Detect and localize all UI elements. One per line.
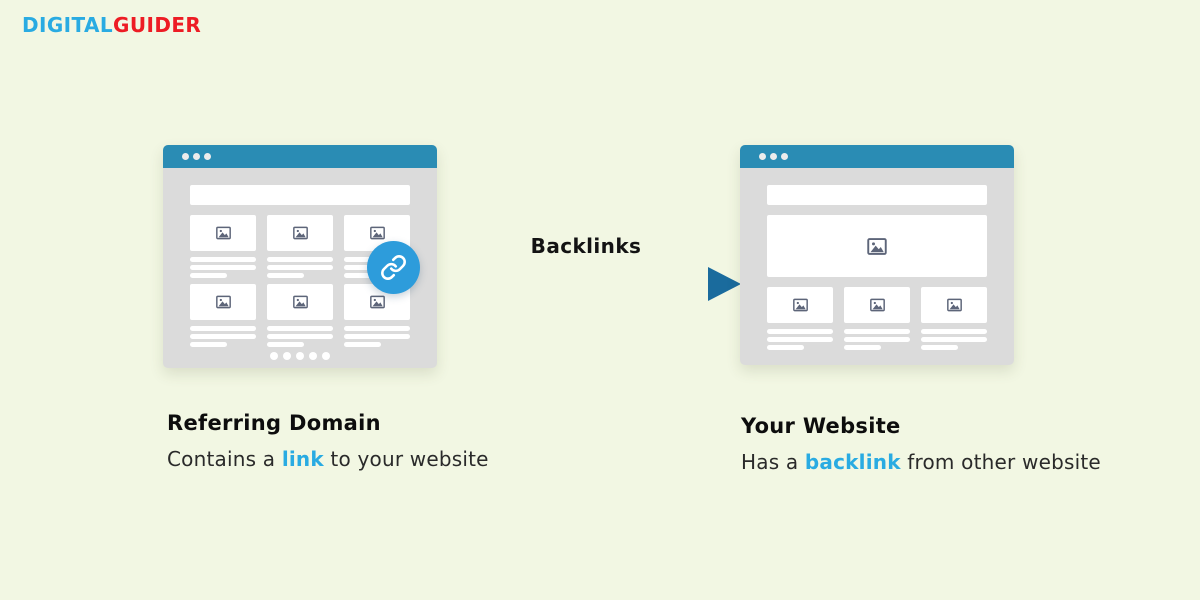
desc-text: to your website	[323, 447, 489, 471]
arrow-label: Backlinks	[530, 234, 642, 258]
browser-titlebar	[163, 145, 437, 168]
pagination-dot-icon	[296, 352, 304, 360]
window-dot-icon	[193, 153, 200, 160]
image-placeholder-icon	[866, 236, 888, 257]
browser-titlebar	[740, 145, 1014, 168]
caption-description: Contains a link to your website	[167, 447, 489, 471]
your-website-window	[740, 145, 1014, 365]
your-website-caption: Your Website Has a backlink from other w…	[741, 414, 1101, 474]
caption-title: Your Website	[741, 414, 901, 438]
image-placeholder-icon	[369, 294, 386, 310]
image-placeholder-icon	[369, 225, 386, 241]
text-lines	[344, 326, 410, 347]
content-grid	[190, 215, 410, 347]
referring-domain-caption: Referring Domain Contains a link to your…	[167, 411, 489, 471]
desc-text: Has a	[741, 450, 805, 474]
desc-text: Contains a	[167, 447, 282, 471]
browser-content	[163, 168, 437, 360]
pagination-dot-icon	[322, 352, 330, 360]
backlink-arrow	[436, 267, 741, 301]
link-badge	[367, 241, 420, 294]
caption-title: Referring Domain	[167, 411, 381, 435]
image-placeholder-icon	[792, 297, 809, 313]
window-dot-icon	[204, 153, 211, 160]
content-cell	[344, 284, 410, 347]
content-card	[844, 287, 910, 323]
desc-highlight: backlink	[804, 450, 901, 474]
arrowhead-icon	[708, 267, 741, 301]
content-cell	[267, 215, 333, 278]
content-card	[767, 287, 833, 323]
text-lines	[844, 329, 910, 350]
content-card	[267, 284, 333, 320]
image-placeholder-icon	[215, 294, 232, 310]
image-placeholder-icon	[869, 297, 886, 313]
window-dot-icon	[770, 153, 777, 160]
address-bar	[767, 185, 987, 205]
image-placeholder-icon	[292, 294, 309, 310]
digitalguider-logo: DIGITALGUIDER	[22, 13, 201, 37]
content-card	[190, 284, 256, 320]
text-lines	[190, 326, 256, 347]
desc-highlight: link	[281, 447, 324, 471]
pagination-dots	[190, 352, 410, 360]
image-placeholder-icon	[946, 297, 963, 313]
chain-link-icon	[381, 255, 406, 280]
content-card	[267, 215, 333, 251]
pagination-dot-icon	[270, 352, 278, 360]
browser-content	[740, 168, 1014, 350]
text-lines	[267, 326, 333, 347]
window-dot-icon	[759, 153, 766, 160]
content-cell	[767, 287, 833, 350]
content-cell	[921, 287, 987, 350]
address-bar	[190, 185, 410, 205]
pagination-dot-icon	[309, 352, 317, 360]
window-dot-icon	[781, 153, 788, 160]
logo-text-guider: GUIDER	[113, 13, 202, 37]
image-placeholder-icon	[215, 225, 232, 241]
pagination-dot-icon	[283, 352, 291, 360]
content-cell	[190, 215, 256, 278]
content-cell	[844, 287, 910, 350]
desc-text: from other website	[900, 450, 1101, 474]
image-placeholder-icon	[292, 225, 309, 241]
text-lines	[921, 329, 987, 350]
caption-description: Has a backlink from other website	[741, 450, 1101, 474]
content-cell	[267, 284, 333, 347]
text-lines	[267, 257, 333, 278]
content-grid	[767, 287, 987, 350]
logo-text-digital: DIGITAL	[22, 13, 114, 37]
content-cell	[190, 284, 256, 347]
content-card	[921, 287, 987, 323]
hero-banner	[767, 215, 987, 277]
content-card	[190, 215, 256, 251]
window-dot-icon	[182, 153, 189, 160]
text-lines	[767, 329, 833, 350]
text-lines	[190, 257, 256, 278]
